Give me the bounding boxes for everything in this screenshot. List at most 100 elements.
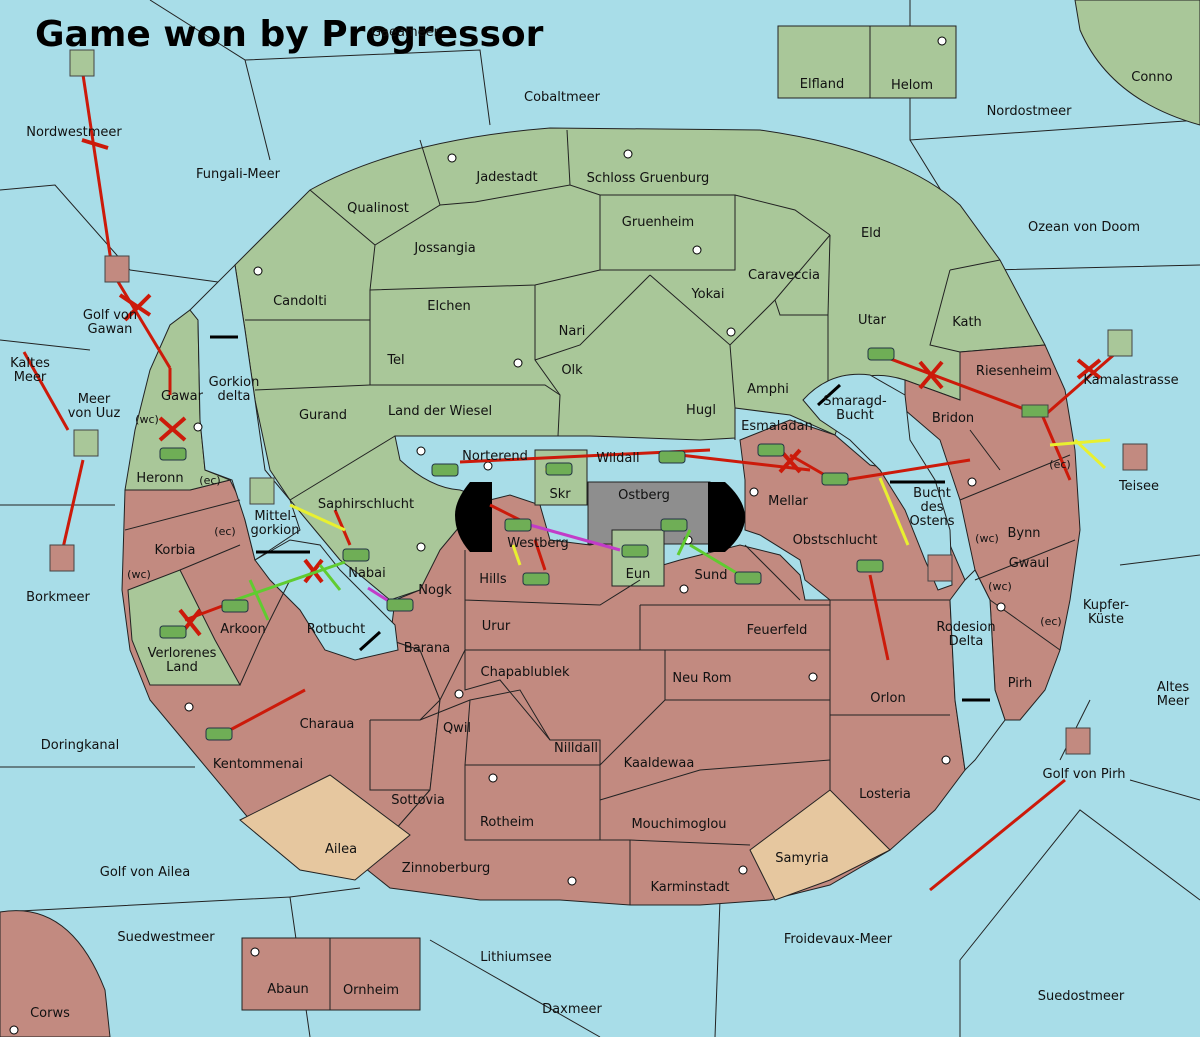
region-label-landwiesel: Land der Wiesel [388,404,492,419]
region-label-doringkanal: Doringkanal [41,738,120,753]
region-label-kamalastrasse: Kamalastrasse [1083,373,1178,388]
region-label-rotbucht: Rotbucht [307,622,365,637]
region-eun[interactable] [611,529,665,587]
region-label-ornheim: Ornheim [343,983,399,998]
coast-tag: (wc) [988,580,1012,593]
region-label-karminstadt: Karminstadt [650,880,729,895]
region-label-jadestadt: Jadestadt [475,170,537,185]
region-samyria[interactable] [749,789,891,901]
region-label-losteria: Losteria [859,787,911,802]
region-ornheim[interactable] [329,937,421,1011]
region-label-urur: Urur [482,619,511,634]
region-label-conno: Conno [1131,70,1173,85]
hold-orders [234,529,741,621]
region-label-mouchimoglou: Mouchimoglou [631,817,726,832]
region-label-olk: Olk [561,363,583,378]
region-label-borkmeer: Borkmeer [26,590,90,605]
region-label-wildall: Wildall [596,451,639,466]
south-borders [124,429,1076,905]
region-label-tel: Tel [386,353,404,368]
impassable-left [455,482,492,552]
coast-tags: (wc)(ec)(ec)(wc)(ec)(wc)(wc)(ec) [127,413,1071,628]
region-label-elfland: Elfland [800,77,844,92]
region-label-skr: Skr [549,487,571,502]
region-rodesion-delta[interactable] [949,569,1006,772]
region-label-neurom: Neu Rom [672,671,731,686]
region-label-nari: Nari [559,324,586,339]
region-corws[interactable] [0,910,111,1037]
region-label-yokai: Yokai [690,287,724,302]
adjacency-arrows [210,335,990,702]
region-label-arkoon: Arkoon [220,622,265,637]
region-label-barana: Barana [404,641,450,656]
region-label-zinnoberburg: Zinnoberburg [402,861,490,876]
region-label-schloss: Schloss Gruenburg [587,171,710,186]
failed-order-marks [81,138,1102,637]
region-label-kaaldewaa: Kaaldewaa [624,756,695,771]
region-label-bridon: Bridon [932,411,974,426]
region-label-ailea: Ailea [325,842,357,857]
region-label-saphirschlucht: Saphirschlucht [318,497,414,512]
region-north-green[interactable] [234,127,1046,601]
region-label-hills: Hills [479,572,507,587]
region-label-hugl: Hugl [686,403,716,418]
army-units [159,347,895,741]
coast-tag: (ec) [1049,458,1070,471]
region-label-charaua: Charaua [300,717,355,732]
region-label-orlon: Orlon [870,691,905,706]
region-label-samyria: Samyria [775,851,829,866]
region-label-caraveccia: Caraveccia [748,268,820,283]
region-label-jossangia: Jossangia [413,241,475,256]
region-label-sottovia: Sottovia [391,793,445,808]
region-label-eun: Eun [626,567,651,582]
fleet-units [49,49,1148,755]
region-label-ozean: Ozean von Doom [1028,220,1140,235]
region-label-riesenheim: Riesenheim [976,364,1052,379]
region-label-suedostmeer: Suedostmeer [1038,989,1125,1004]
coast-tag: (ec) [1040,615,1061,628]
region-label-gawar: Gawar [161,389,204,404]
region-label-golfpirh: Golf von Pirh [1043,767,1126,782]
region-label-chapablublek: Chapablublek [481,665,570,680]
region-label-ostberg: Ostberg [618,488,670,503]
region-elfland[interactable] [777,25,871,99]
region-label-gruenheim: Gruenheim [622,215,694,230]
coast-tag: (ec) [214,525,235,538]
region-label-froidevaux: Froidevaux-Meer [784,932,893,947]
region-label-teisee: Teisee [1118,479,1159,494]
region-label-cobaltmeer: Cobaltmeer [524,90,601,105]
region-label-qualinost: Qualinost [347,201,409,216]
coast-tag: (wc) [975,532,999,545]
region-label-kupferkueste: Kupfer-Küste [1083,598,1129,627]
region-label-norterend: Norterend [462,449,528,464]
region-label-mellar: Mellar [768,494,808,509]
region-rotbucht[interactable] [254,539,399,661]
region-label-candolti: Candolti [273,294,327,309]
region-label-nabai: Nabai [348,566,386,581]
region-label-rotheim: Rotheim [480,815,534,830]
region-label-gwaul: Gwaul [1009,556,1050,571]
region-label-nilldall: Nilldall [554,741,598,756]
region-label-corws: Corws [30,1006,70,1021]
region-label-fungali: Fungali-Meer [196,167,281,182]
region-label-feuerfeld: Feuerfeld [747,623,808,638]
region-ailea[interactable] [239,774,411,881]
region-label-nogk: Nogk [418,583,452,598]
region-label-pirh: Pirh [1008,676,1033,691]
region-label-smaragdbucht: Smaragd-Bucht [823,394,887,423]
coast-tag: (wc) [135,413,159,426]
north-borders [245,129,1001,501]
impassable-right [708,482,745,552]
region-label-bynn: Bynn [1007,526,1040,541]
region-smaragd-bucht[interactable] [802,373,953,591]
region-label-suedwestmeer: Suedwestmeer [117,930,215,945]
region-label-nordwestmeer: Nordwestmeer [26,125,122,140]
